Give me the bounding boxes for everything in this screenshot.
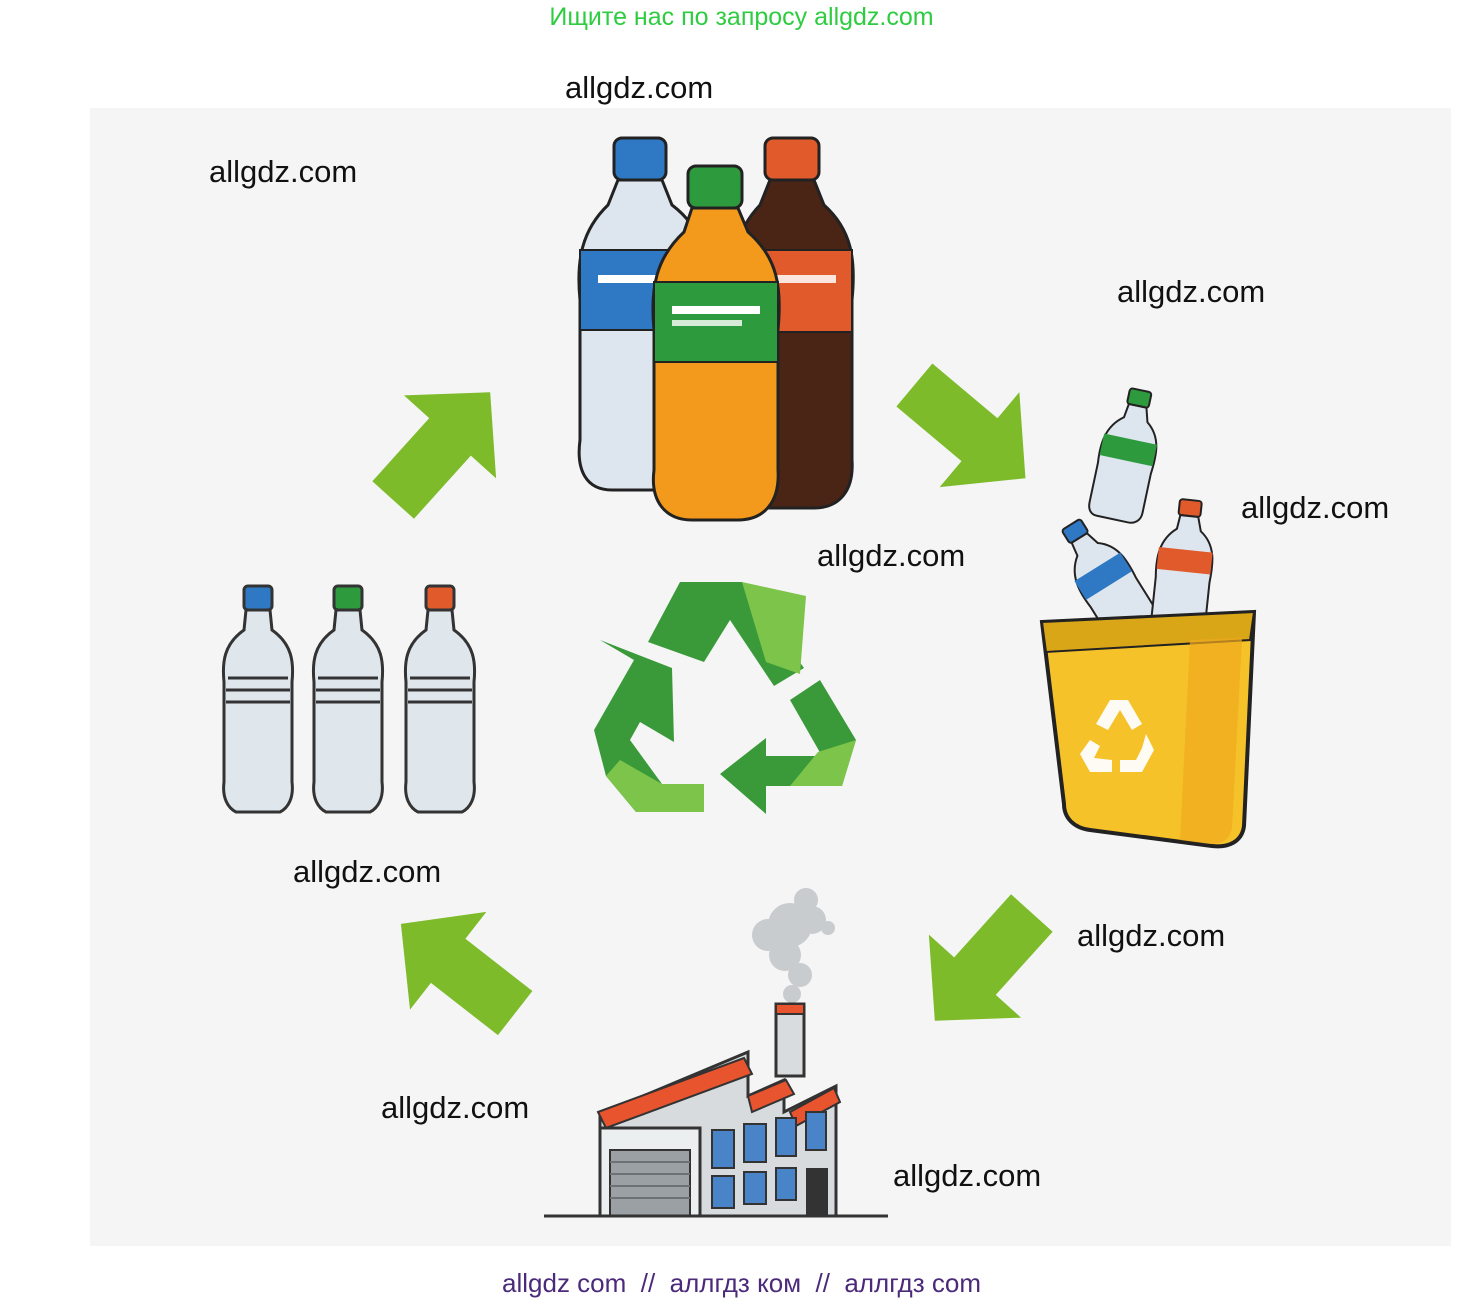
arrow-to-new-bottles [347, 350, 537, 542]
watermark-label: allgdz.com [1241, 490, 1390, 525]
top-banner: Ищите нас по запросу allgdz.com [549, 3, 934, 31]
arrow-to-bin [874, 337, 1066, 526]
arrow-to-factory [888, 871, 1078, 1063]
watermark-label: allgdz.com [1077, 918, 1226, 953]
recycle-symbol-icon [594, 582, 856, 814]
watermark-label: allgdz.com [209, 154, 358, 189]
watermark-label: allgdz.com [293, 854, 442, 889]
orange-soda-bottle-icon [651, 164, 781, 522]
arrow-to-empty-bottles [362, 874, 554, 1062]
three-filled-bottles-icon [577, 136, 855, 522]
smoke-icon [752, 888, 835, 1003]
footer-link-allgdz-mixed[interactable]: аллгдз com [844, 1268, 981, 1298]
watermark-label: allgdz.com [893, 1158, 1042, 1193]
footer-separator: // [626, 1268, 670, 1298]
factory-icon [544, 888, 888, 1218]
footer-link-allgdz-cyrillic[interactable]: аллгдз ком [669, 1268, 802, 1298]
watermark-label: allgdz.com [1117, 274, 1266, 309]
recycle-bin-icon [1039, 387, 1257, 849]
watermark-label: allgdz.com [565, 70, 714, 105]
watermark-label: allgdz.com [381, 1090, 530, 1125]
empty-bottles-icon [221, 584, 477, 814]
watermark-label: allgdz.com [817, 538, 966, 573]
footer-separator: // [801, 1268, 845, 1298]
footer-link-allgdz[interactable]: allgdz com [502, 1268, 627, 1298]
bin-recycle-symbol-icon [1080, 700, 1154, 772]
footer-links: allgdz com // аллгдз ком // аллгдз com [0, 1268, 1483, 1299]
